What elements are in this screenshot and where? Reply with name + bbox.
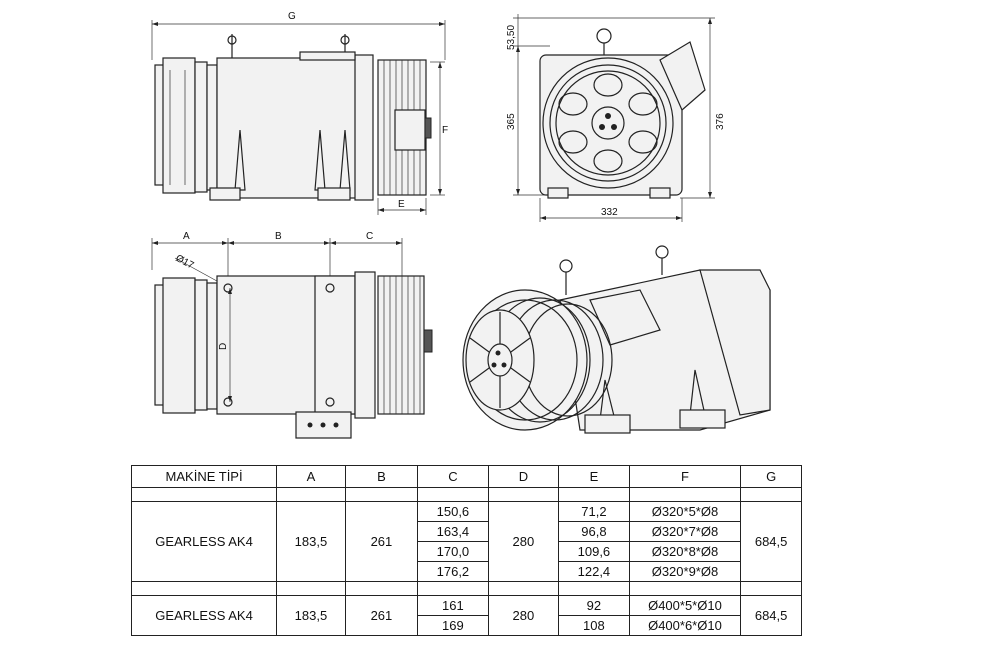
- dim-label-c: C: [366, 231, 373, 242]
- c-cell: 169: [417, 615, 489, 636]
- table-row: 176,2 122,4 Ø320*9*Ø8: [132, 561, 802, 582]
- e-cell: 71,2: [558, 501, 630, 522]
- a-cell: 183,5: [276, 595, 346, 636]
- a-cell: 183,5: [276, 501, 346, 582]
- c-cell: 170,0: [417, 541, 489, 562]
- f-cell: Ø320*5*Ø8: [628, 501, 742, 522]
- dim-label-365: 365: [506, 113, 517, 130]
- side-view-top: G F: [151, 11, 448, 215]
- f-cell: Ø400*5*Ø10: [628, 595, 742, 616]
- table-row: 163,4 96,8 Ø320*7*Ø8: [132, 521, 802, 542]
- table-row: GEARLESS AK4 183,5 261 161 280 92 Ø400*5…: [130, 595, 802, 636]
- f-cell: Ø320*9*Ø8: [628, 561, 742, 582]
- table-row: 169 108 Ø400*6*Ø10: [132, 615, 802, 636]
- c-cell: 176,2: [417, 561, 489, 582]
- header-a: A: [276, 465, 346, 488]
- e-cell: 108: [558, 615, 630, 636]
- header-g: G: [740, 465, 802, 488]
- f-cell: Ø320*7*Ø8: [628, 521, 742, 542]
- isometric-view: [462, 245, 771, 434]
- g-cell: 684,5: [740, 595, 802, 636]
- c-cell: 161: [417, 595, 489, 616]
- spec-table: MAKİNE TİPİ A B C D E F G GEARLESS AK4 1…: [130, 465, 802, 636]
- g-cell: 684,5: [740, 501, 802, 582]
- dim-label-a: A: [183, 231, 190, 242]
- table-row: GEARLESS AK4 183,5 261 150,6 280 71,2 Ø3…: [130, 501, 802, 582]
- dim-label-376: 376: [715, 113, 726, 130]
- header-type: MAKİNE TİPİ: [130, 465, 278, 488]
- front-view: 53,50 365 376: [506, 14, 726, 222]
- d-cell: 280: [487, 501, 560, 582]
- c-cell: 150,6: [417, 501, 489, 522]
- header-e: E: [558, 465, 630, 488]
- d-cell: 280: [487, 595, 560, 636]
- dim-label-d: D: [218, 343, 229, 350]
- dim-label-e: E: [398, 199, 405, 210]
- f-cell: Ø320*8*Ø8: [628, 541, 742, 562]
- b-cell: 261: [344, 501, 419, 582]
- type-cell: GEARLESS AK4: [130, 501, 278, 582]
- f-cell: Ø400*6*Ø10: [628, 615, 742, 636]
- table-row: 170,0 109,6 Ø320*8*Ø8: [132, 541, 802, 562]
- dim-label-332: 332: [601, 207, 618, 218]
- dim-label-f: F: [442, 125, 448, 136]
- header-b: B: [344, 465, 419, 488]
- technical-drawing: G F: [151, 11, 771, 439]
- dim-label-53-50: 53,50: [506, 25, 517, 50]
- header-d: D: [487, 465, 560, 488]
- header-c: C: [417, 465, 489, 488]
- dim-label-hole: Ø17: [174, 253, 196, 272]
- dim-label-b: B: [275, 231, 282, 242]
- e-cell: 96,8: [558, 521, 630, 542]
- e-cell: 92: [558, 595, 630, 616]
- header-f: F: [628, 465, 742, 488]
- dim-label-g: G: [288, 11, 296, 22]
- b-cell: 261: [344, 595, 419, 636]
- c-cell: 163,4: [417, 521, 489, 542]
- e-cell: 109,6: [558, 541, 630, 562]
- plan-view: A B C Ø17 D: [151, 231, 433, 439]
- e-cell: 122,4: [558, 561, 630, 582]
- type-cell: GEARLESS AK4: [130, 595, 278, 636]
